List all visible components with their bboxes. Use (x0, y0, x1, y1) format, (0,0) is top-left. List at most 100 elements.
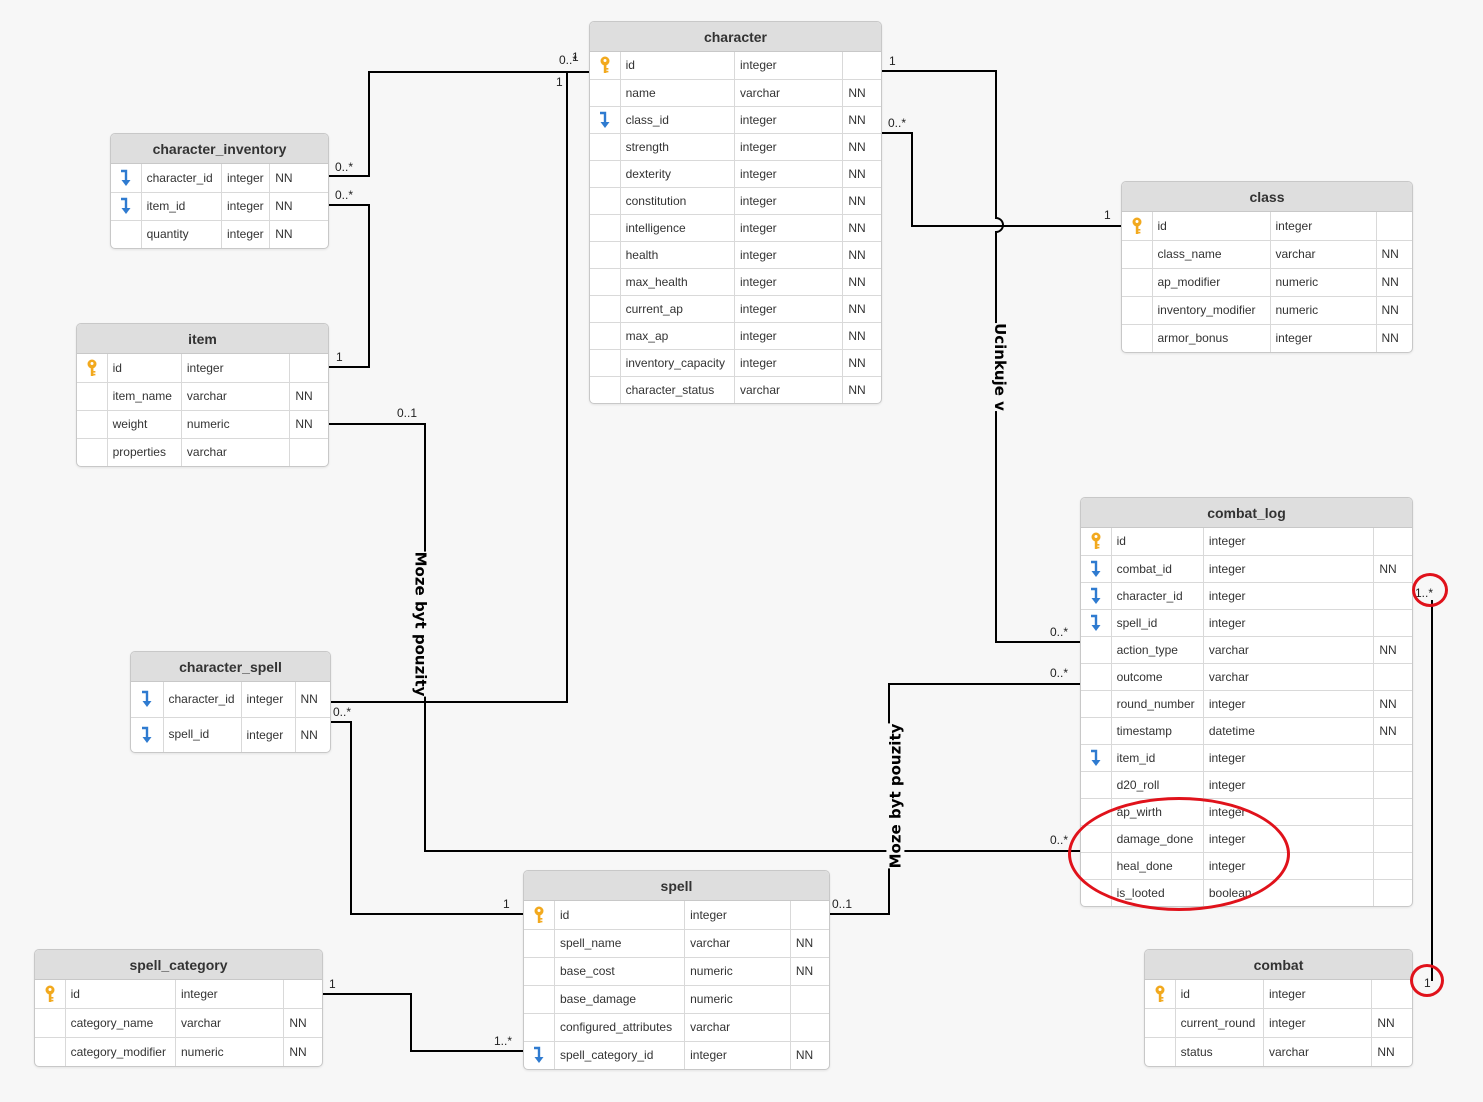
column-name: round_number (1111, 690, 1204, 718)
column-type: integer (221, 192, 271, 221)
column-icon-cell (590, 268, 621, 296)
column-type: numeric (1270, 296, 1377, 325)
table-title: item (77, 324, 328, 354)
column-not-null: NN (795, 1048, 814, 1063)
column-icon-cell (35, 980, 66, 1009)
column-not-null: NN (289, 382, 328, 411)
foreign-key-icon (1090, 560, 1101, 577)
column-name: inventory_modifier (1152, 296, 1271, 325)
column-type: numeric (684, 957, 791, 986)
column-name: ap_modifier (1152, 268, 1271, 297)
primary-key-icon (534, 906, 544, 923)
column-name: id (1111, 528, 1204, 556)
column-icon-cell (590, 52, 621, 80)
column-icon-cell (590, 214, 621, 242)
column-icon-cell (77, 438, 108, 466)
column-type: varchar (1270, 240, 1377, 269)
column-not-null (1376, 212, 1412, 241)
column-not-null: NN (842, 106, 881, 134)
column-type: integer (734, 133, 844, 161)
column-icon-cell (35, 1008, 66, 1038)
column-name: spell_id (163, 717, 242, 752)
column-name: spell_name (554, 929, 686, 958)
column-name: combat_id (1111, 555, 1204, 583)
column-not-null (1373, 825, 1412, 853)
column-icon-cell (1081, 690, 1112, 718)
cardinality-label: 1 (1104, 208, 1111, 222)
column-name: max_health (620, 268, 735, 296)
column-icon-cell (524, 901, 555, 930)
cardinality-label: 0..* (1050, 666, 1069, 680)
annotation-circle-cardinality (1412, 573, 1448, 607)
table-title: character (590, 22, 881, 52)
column-name: current_round (1175, 1008, 1264, 1038)
column-icon-cell (35, 1037, 66, 1066)
column-type: varchar (175, 1008, 285, 1038)
cardinality-label: 1 (329, 977, 336, 991)
column-icon-cell (111, 192, 142, 221)
cardinality-label: 0..* (335, 188, 354, 202)
column-type: integer (734, 160, 844, 188)
column-not-null: NN (1376, 240, 1412, 269)
line-character-combatlog (880, 70, 1080, 643)
column-name: character_id (163, 682, 242, 718)
